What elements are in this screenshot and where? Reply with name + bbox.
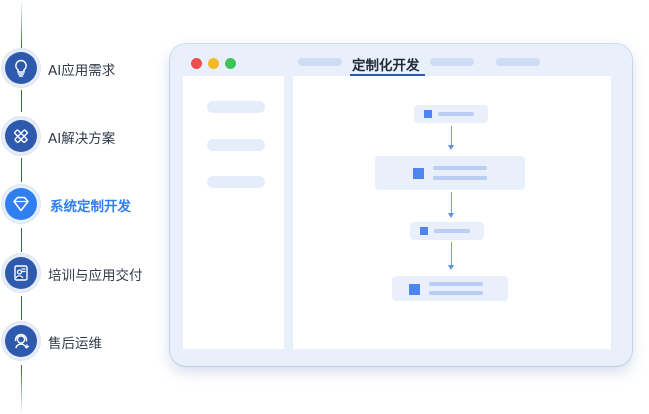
- window-minimize-dot: [208, 58, 219, 69]
- step-label: 售后运维: [48, 336, 102, 352]
- sidebar-item-placeholder: [207, 176, 265, 188]
- flow-node-square: [424, 110, 432, 118]
- flow-arrow: [448, 242, 454, 270]
- flow-node-square: [413, 168, 424, 179]
- flow-node: [410, 222, 484, 240]
- lightbulb-icon: [5, 52, 37, 84]
- window-close-dot: [191, 58, 202, 69]
- timeline-line-bottom: [21, 365, 22, 414]
- tab-placeholder: [430, 58, 474, 66]
- flow-node: [414, 105, 488, 123]
- sidebar-item-placeholder: [207, 101, 265, 113]
- sidebar-item-placeholder: [207, 139, 265, 151]
- flow-node-line: [433, 176, 487, 180]
- app-window-mockup: 定制化开发: [170, 44, 632, 366]
- flow-node-line: [433, 166, 487, 170]
- flow-node-line: [429, 291, 483, 295]
- step-label: 系统定制开发: [50, 199, 131, 215]
- diamond-icon: [5, 188, 37, 220]
- flow-arrow: [448, 192, 454, 218]
- certificate-icon: [5, 257, 37, 289]
- flow-node-line: [429, 282, 483, 286]
- flow-node-square: [409, 284, 420, 295]
- window-maximize-dot: [225, 58, 236, 69]
- headset-icon: [5, 325, 37, 357]
- flow-node: [392, 276, 508, 301]
- flow-node-line: [434, 229, 470, 233]
- tools-icon: [5, 120, 37, 152]
- flow-node-square: [420, 227, 428, 235]
- tab-active-label: 定制化开发: [352, 58, 420, 74]
- tab-placeholder: [298, 58, 342, 66]
- window-main-flow: [293, 76, 611, 349]
- window-sidebar: [183, 76, 284, 349]
- flow-arrow: [448, 126, 454, 150]
- step-label: AI解决方案: [48, 131, 116, 147]
- timeline-line: [21, 296, 22, 320]
- tab-active-underline: [350, 74, 425, 76]
- timeline-line: [21, 158, 22, 182]
- flow-node-line: [438, 112, 474, 116]
- timeline-line: [21, 90, 22, 112]
- timeline-line-top: [21, 0, 22, 48]
- timeline-line: [21, 228, 22, 252]
- step-label: 培训与应用交付: [48, 268, 143, 284]
- step-label: AI应用需求: [48, 63, 116, 79]
- tab-placeholder: [496, 58, 540, 66]
- flow-node: [375, 156, 525, 190]
